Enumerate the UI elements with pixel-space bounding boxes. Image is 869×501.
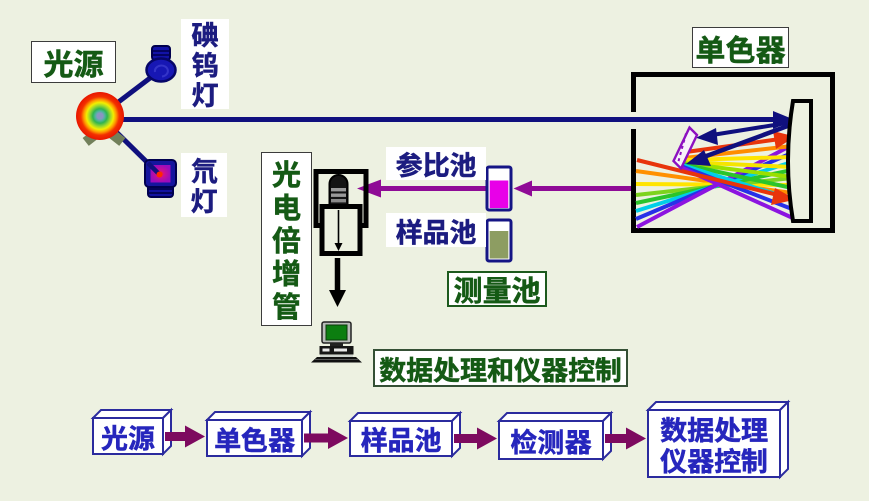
flow-boxes-3d	[90, 399, 791, 480]
source-label-text: 光源	[43, 40, 104, 85]
flow-step-data-control-line2: 仪器控制	[660, 439, 769, 479]
flow-step-data-control: 数据处理仪器控制	[648, 410, 780, 477]
flow-step-sample-cell-text: 样品池	[360, 419, 442, 459]
grating-icon	[672, 125, 699, 171]
deuterium-lamp-icon	[144, 159, 177, 198]
source-label: 光源	[31, 40, 116, 85]
monochromatic-beam	[357, 179, 631, 198]
flow-step-sample-cell: 样品池	[350, 419, 452, 459]
pmt-label-text: 光电倍增管	[271, 151, 302, 326]
flow-step-source: 光源	[93, 416, 163, 456]
measuring-cell-label: 测量池	[447, 268, 547, 311]
tungsten-lamp-icon	[145, 45, 177, 83]
data-control-label-text: 数据处理和仪器控制	[379, 348, 623, 388]
flow-step-data-control-line1: 数据处理	[660, 408, 769, 448]
data-control-label: 数据处理和仪器控制	[373, 348, 628, 388]
sample-cell-label-text: 样品池	[395, 210, 477, 250]
deuterium-lamp-label-text: 氘灯	[190, 150, 218, 219]
concave-mirror-icon	[786, 99, 813, 223]
flow-arrows	[165, 425, 646, 450]
reference-cuvette-icon	[485, 165, 513, 212]
flow-step-detector-text: 检测器	[510, 420, 592, 460]
computer-icon	[311, 321, 362, 363]
flow-step-monochromator-text: 单色器	[214, 418, 296, 458]
deuterium-lamp-label: 氘灯	[181, 153, 227, 217]
navy-reflected-rays	[686, 120, 794, 166]
sample-cell-label: 样品池	[386, 210, 486, 250]
pmt-label: 光电倍增管	[261, 152, 312, 326]
sample-cuvette-icon	[485, 218, 513, 263]
reference-cell-label: 参比池	[386, 144, 486, 184]
tungsten-lamp-label-text: 碘钨灯	[191, 14, 219, 113]
flow-step-source-text: 光源	[101, 416, 156, 456]
measuring-cell-label-text: 测量池	[453, 268, 541, 311]
pmt-to-computer-arrow	[329, 258, 346, 307]
flow-step-monochromator: 单色器	[207, 418, 302, 458]
sun-source-icon	[76, 92, 126, 146]
pmt-tube-icon	[313, 169, 369, 256]
monochromator-label-text: 单色器	[695, 25, 786, 70]
monochromator-label: 单色器	[692, 25, 789, 70]
flow-step-detector: 检测器	[499, 420, 603, 460]
tungsten-lamp-label: 碘钨灯	[181, 14, 229, 113]
main-beam	[124, 111, 795, 129]
reference-cell-label-text: 参比池	[395, 144, 477, 184]
